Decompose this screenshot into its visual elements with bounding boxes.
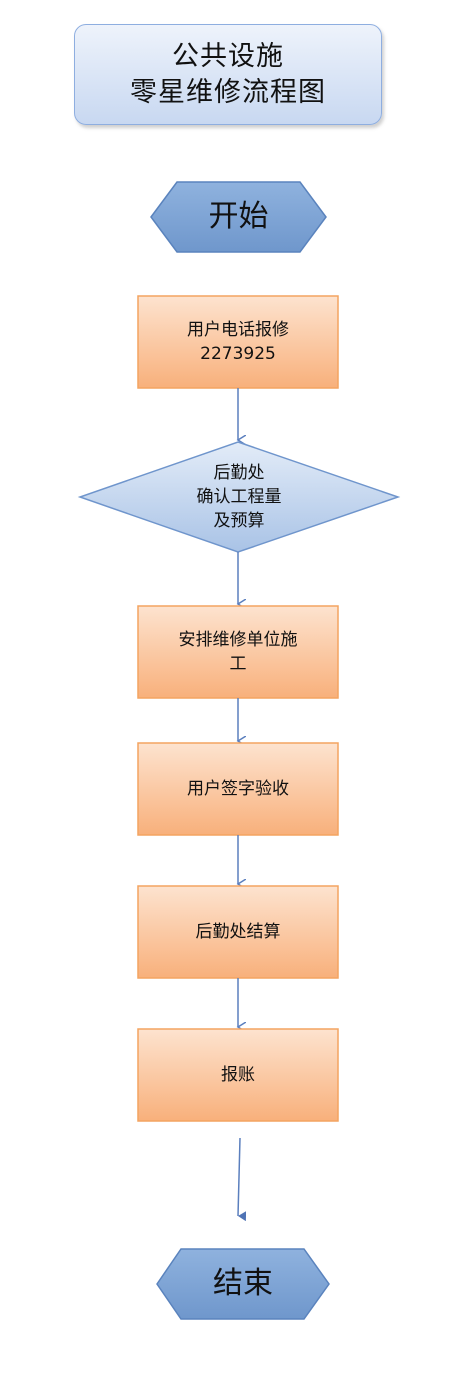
step-user-acceptance-box — [137, 742, 339, 836]
step-reimbursement-line-1: 报账 — [221, 1065, 255, 1085]
decision-line-3: 及预算 — [213, 511, 265, 531]
flowchart-title: 公共设施 零星维修流程图 — [74, 24, 382, 125]
decision-line-1: 后勤处 — [213, 463, 265, 483]
title-line-2: 零星维修流程图 — [130, 76, 326, 108]
step-user-acceptance-label: 用户签字验收 — [138, 743, 338, 835]
step-settlement-box — [137, 885, 339, 979]
step-reimbursement-label: 报账 — [138, 1029, 338, 1121]
step-arrange-construction-line-2: 工 — [229, 654, 247, 674]
start-label: 开始 — [151, 182, 326, 252]
step-phone-report-line-1: 用户电话报修 — [187, 320, 289, 340]
start-label-text: 开始 — [208, 199, 269, 234]
start-terminal — [150, 181, 327, 253]
step-settlement-label: 后勤处结算 — [138, 886, 338, 978]
end-label-text: 结束 — [213, 1266, 273, 1301]
decision-line-2: 确认工程量 — [196, 487, 282, 507]
step-phone-report-line-2: 2273925 — [200, 344, 276, 364]
step-arrange-construction-line-1: 安排维修单位施 — [178, 630, 298, 650]
step-arrange-construction-label: 安排维修单位施 工 — [138, 606, 338, 698]
step-phone-report-label: 用户电话报修 2273925 — [138, 296, 338, 388]
step-reimbursement-box — [137, 1028, 339, 1122]
arrow-6 — [237, 1137, 247, 1222]
end-label: 结束 — [157, 1249, 329, 1319]
title-line-1: 公共设施 — [172, 40, 284, 72]
step-phone-report-box — [137, 295, 339, 389]
step-settlement-line-1: 后勤处结算 — [195, 922, 281, 942]
decision-confirm-budget-label: 后勤处 确认工程量 及预算 — [80, 442, 398, 552]
end-terminal — [156, 1248, 330, 1320]
step-arrange-construction-box — [137, 605, 339, 699]
step-user-acceptance-line-1: 用户签字验收 — [187, 779, 289, 799]
